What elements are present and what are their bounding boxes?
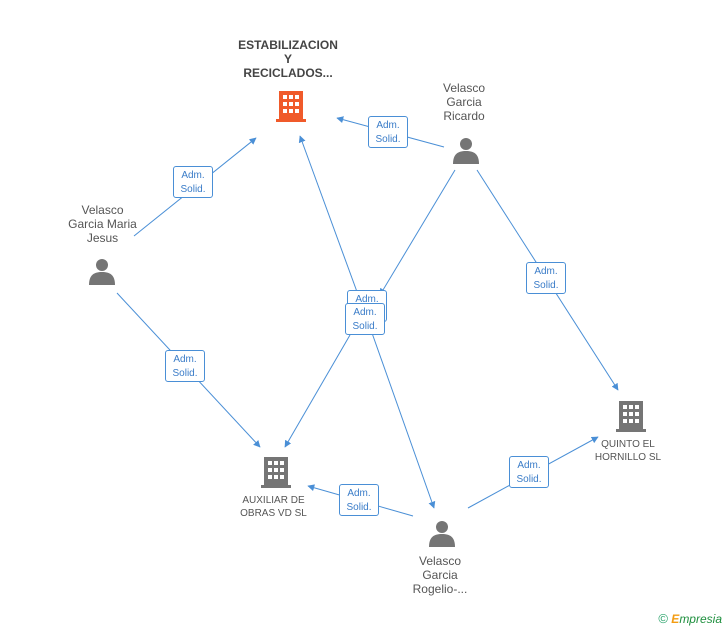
label-line: Rogelio-... xyxy=(412,582,468,596)
brand-logo: Empresia xyxy=(671,612,722,626)
building-icon[interactable] xyxy=(259,454,293,495)
edge-label-line: Solid. xyxy=(375,134,401,145)
label-line: Garcia xyxy=(446,95,482,109)
label-line: Jesus xyxy=(86,231,119,245)
building-icon[interactable] xyxy=(614,398,648,439)
label-line: Velasco xyxy=(418,554,462,568)
edge-label-adm-solid[interactable]: Adm. Solid. xyxy=(165,350,205,382)
edge-label-adm-solid[interactable]: Adm. Solid. xyxy=(526,262,566,294)
edge-label-line: Adm. xyxy=(353,307,377,318)
building-icon[interactable] xyxy=(274,88,308,129)
label-line: Velasco xyxy=(442,81,486,95)
node-label-velasco-rogelio[interactable]: Velasco Garcia Rogelio-... xyxy=(395,554,485,596)
edge-label-adm-solid[interactable]: Adm. Solid. xyxy=(345,303,385,335)
edge-label-line: Solid. xyxy=(352,321,378,332)
edge-label-line: Adm. xyxy=(376,120,400,131)
label-line: Garcia Maria xyxy=(68,217,137,231)
node-label-velasco-maria[interactable]: Velasco Garcia Maria Jesus xyxy=(55,203,150,245)
label-line: Ricardo xyxy=(443,109,485,123)
edge-label-line: Solid. xyxy=(346,502,372,513)
edge-label-line: Solid. xyxy=(533,280,559,291)
relationship-edge xyxy=(298,135,361,301)
edge-label-adm-solid[interactable]: Adm. Solid. xyxy=(509,456,549,488)
person-icon[interactable] xyxy=(88,257,116,290)
relationship-edge xyxy=(284,334,351,448)
edge-label-line: Adm. xyxy=(355,294,379,305)
edge-label-line: Solid. xyxy=(516,474,542,485)
edge-label-adm-solid[interactable]: Adm. Solid. xyxy=(368,116,408,148)
edge-label-line: Adm. xyxy=(181,170,205,181)
label-line: RECICLADOS... xyxy=(243,66,333,80)
node-label-estabilizacion[interactable]: ESTABILIZACION Y RECICLADOS... xyxy=(228,38,348,80)
relationship-edge xyxy=(371,332,436,509)
label-line: AUXILIAR DE xyxy=(242,495,305,506)
edge-label-line: Adm. xyxy=(534,266,558,277)
node-label-auxiliar[interactable]: AUXILIAR DE OBRAS VD SL xyxy=(226,494,321,520)
person-icon[interactable] xyxy=(452,136,480,169)
copyright-symbol: © xyxy=(658,611,668,626)
edge-label-line: Solid. xyxy=(180,184,206,195)
brand-initial: E xyxy=(671,612,680,626)
label-line: ESTABILIZACION xyxy=(238,38,338,52)
label-line: QUINTO EL xyxy=(601,439,655,450)
brand-footer: © Empresia xyxy=(658,611,722,626)
label-line: Velasco xyxy=(81,203,124,217)
label-line: HORNILLO SL xyxy=(594,452,662,463)
edge-label-adm-solid[interactable]: Adm. Solid. xyxy=(339,484,379,516)
person-icon[interactable] xyxy=(428,519,456,552)
label-line: OBRAS VD SL xyxy=(240,508,307,519)
relationship-edge xyxy=(379,169,456,296)
edge-label-adm-solid[interactable]: Adm. Solid. xyxy=(173,166,213,198)
node-label-quinto[interactable]: QUINTO EL HORNILLO SL xyxy=(583,438,673,464)
edge-label-line: Solid. xyxy=(172,368,198,379)
brand-name: mpresia xyxy=(679,612,722,626)
node-label-velasco-ricardo[interactable]: Velasco Garcia Ricardo xyxy=(419,81,509,123)
edge-label-line: Adm. xyxy=(173,354,197,365)
edge-label-line: Adm. xyxy=(517,460,541,471)
label-line: Y xyxy=(283,52,292,66)
edge-label-line: Adm. xyxy=(347,488,371,499)
label-line: Garcia xyxy=(422,568,458,582)
